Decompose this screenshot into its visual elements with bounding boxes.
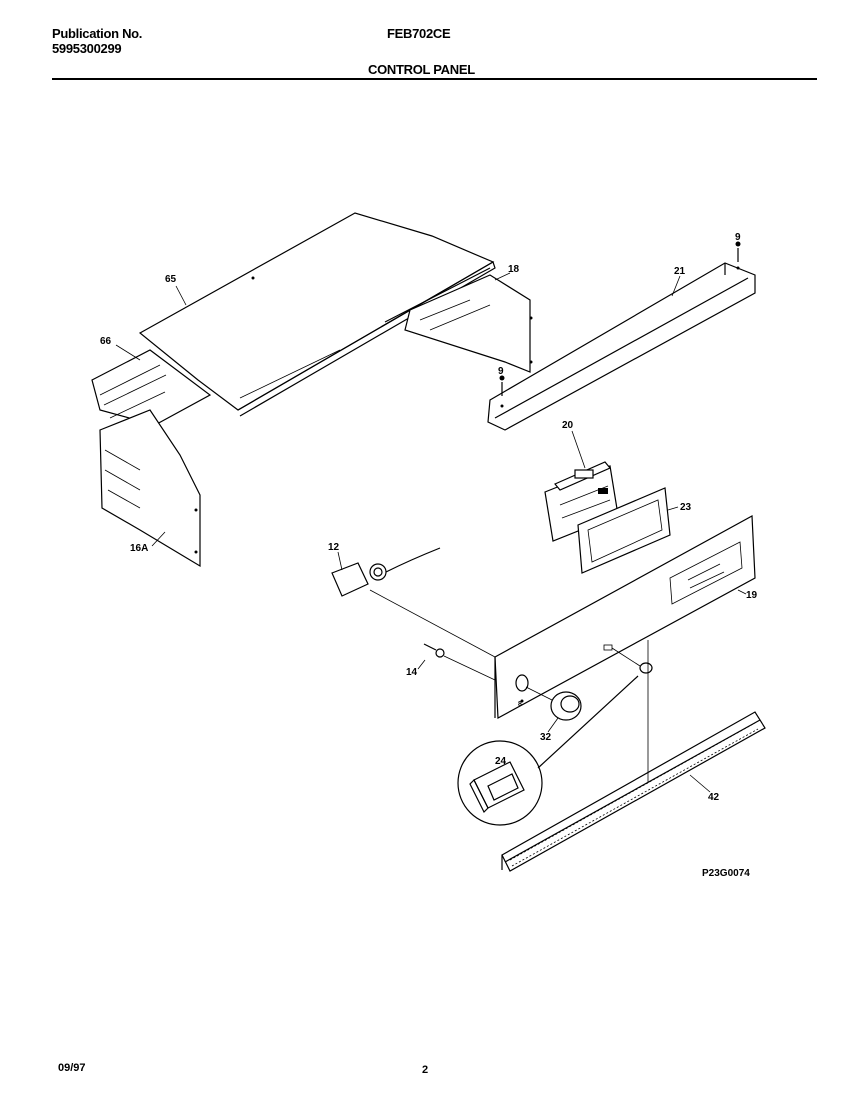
callout-12: 12 (328, 542, 340, 553)
header-rule (52, 78, 817, 80)
part-66-left-bracket (91, 349, 212, 568)
callout-32: 32 (540, 732, 552, 743)
part-32-knob (525, 686, 582, 721)
callout-16A: 16A (130, 543, 148, 554)
callout-21: 21 (674, 266, 686, 277)
model-number: FEB702CE (387, 26, 451, 41)
page-number: 2 (422, 1064, 429, 1076)
part-18-right-bracket (384, 267, 533, 373)
callout-8: 8 (518, 701, 522, 708)
part-12-thermostat (331, 547, 496, 658)
callout-labels: 65 66 18 21 9 9 20 23 16A 12 19 14 32 24… (100, 232, 758, 879)
part-19-control-panel (494, 515, 756, 719)
figure-id: P23G0074 (702, 868, 750, 879)
callout-23: 23 (680, 502, 692, 513)
part-65-top-cover (138, 212, 496, 417)
publication-label: Publication No. (52, 26, 143, 41)
callout-9-top: 9 (735, 232, 741, 243)
section-title: CONTROL PANEL (368, 62, 475, 77)
callout-24: 24 (495, 756, 507, 767)
leader-lines (115, 272, 747, 793)
publication-number: 5995300299 (52, 41, 122, 56)
footer-date: 09/97 (58, 1062, 86, 1074)
callout-66: 66 (100, 336, 112, 347)
part-24-rocker-switch (457, 647, 653, 826)
part-23-window-bezel (577, 487, 671, 574)
callout-65: 65 (165, 274, 177, 285)
part-42-kickplate (501, 640, 766, 872)
callout-20: 20 (562, 420, 574, 431)
part-21-trim-channel (487, 241, 756, 431)
callout-9-bottom: 9 (498, 366, 504, 377)
callout-19: 19 (746, 590, 758, 601)
part-14-screw (423, 643, 496, 681)
callout-18: 18 (508, 264, 520, 275)
callout-14: 14 (406, 667, 418, 678)
callout-42: 42 (708, 792, 720, 803)
